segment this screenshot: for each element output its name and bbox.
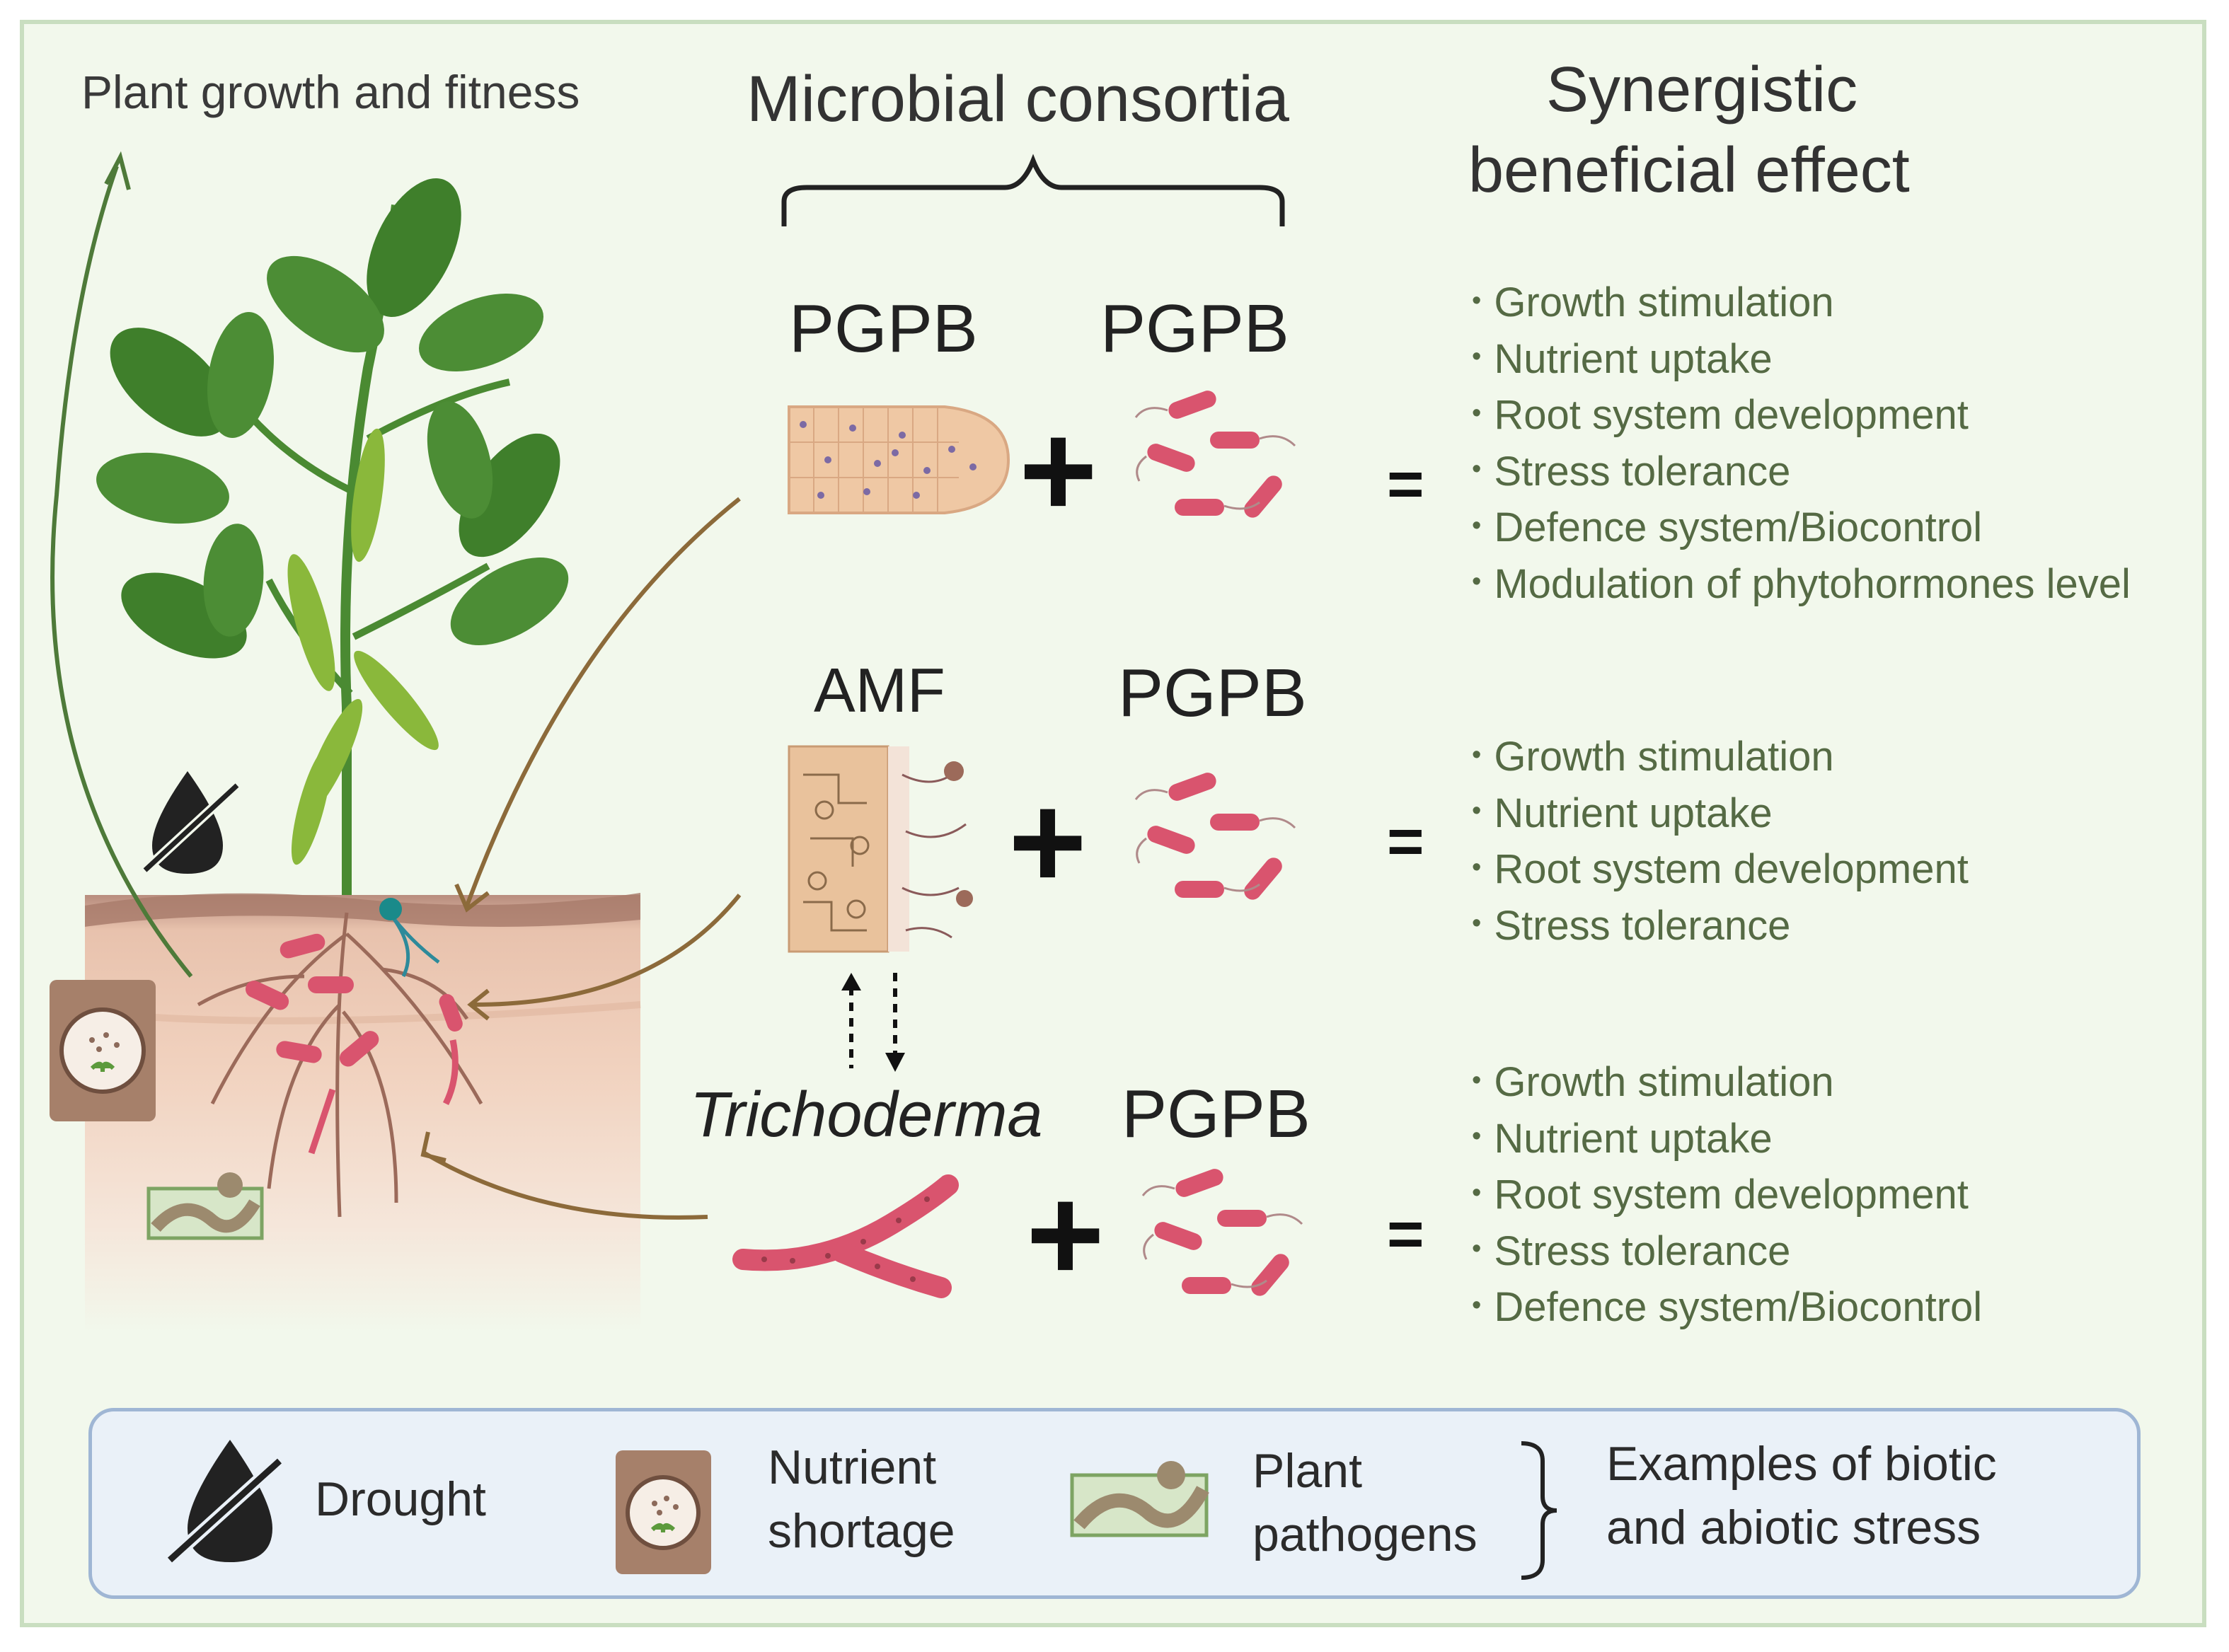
plant-soil-illustration xyxy=(50,151,742,1334)
amf-root-illustration xyxy=(788,745,973,953)
legend-drought-label: Drought xyxy=(315,1472,486,1526)
legend-nutrient-label-line1: Nutrient xyxy=(768,1440,937,1494)
root-cells-illustration xyxy=(788,405,1010,514)
synergy-title-line2: beneficial effect xyxy=(1468,135,1910,206)
legend-nutrient-label-line2: shortage xyxy=(768,1504,955,1558)
row1-effects-list: Growth stimulation Nutrient uptake Root … xyxy=(1472,275,2131,612)
row1-effect-item: Root system development xyxy=(1472,387,2131,444)
row3-effect-item: Stress tolerance xyxy=(1472,1223,1982,1280)
row2-right-label: PGPB xyxy=(1118,655,1307,731)
row2-effect-item: Root system development xyxy=(1472,841,1969,898)
row1-effect-item: Growth stimulation xyxy=(1472,275,2131,331)
row2-effect-item: Stress tolerance xyxy=(1472,898,1969,954)
row1-equals: = xyxy=(1387,449,1424,520)
bidirectional-dotted-arrows xyxy=(841,973,905,1072)
consortia-brace xyxy=(781,154,1285,226)
legend-closing-brace xyxy=(1521,1441,1557,1580)
row2-effects-list: Growth stimulation Nutrient uptake Root … xyxy=(1472,729,1969,954)
row1-effect-item: Modulation of phytohormones level xyxy=(1472,556,2131,613)
row3-left-label: Trichoderma xyxy=(690,1080,1043,1150)
row2-effect-item: Growth stimulation xyxy=(1472,729,1969,785)
row1-right-label: PGPB xyxy=(1100,291,1289,366)
drought-icon xyxy=(165,1440,284,1565)
plant-growth-title: Plant growth and fitness xyxy=(81,66,580,118)
legend-summary-line2: and abiotic stress xyxy=(1606,1501,1981,1554)
row3-effect-item: Growth stimulation xyxy=(1472,1054,1982,1111)
row1-effect-item: Nutrient uptake xyxy=(1472,331,2131,388)
legend-pathogen-label-line2: pathogens xyxy=(1252,1508,1478,1561)
nutrient-bag-icon xyxy=(616,1450,711,1574)
legend-summary-line1: Examples of biotic xyxy=(1606,1437,1997,1491)
trichoderma-hyphae-illustration xyxy=(732,1174,959,1298)
row2-plus: + xyxy=(1008,767,1087,917)
bacteria-illustration xyxy=(1134,391,1296,518)
row3-effect-item: Defence system/Biocontrol xyxy=(1472,1279,1982,1336)
legend-pathogen-label-line1: Plant xyxy=(1252,1444,1362,1498)
row3-effect-item: Root system development xyxy=(1472,1167,1982,1223)
synergy-title-line1: Synergistic xyxy=(1546,54,1858,125)
row2-equals: = xyxy=(1387,807,1424,877)
row1-left-label: PGPB xyxy=(789,291,978,366)
plant-pathogen-icon xyxy=(1070,1461,1209,1537)
row2-left-label: AMF xyxy=(814,655,945,725)
row3-plus: + xyxy=(1026,1160,1105,1310)
row2-effect-item: Nutrient uptake xyxy=(1472,785,1969,842)
row1-effect-item: Stress tolerance xyxy=(1472,444,2131,500)
row3-effects-list: Growth stimulation Nutrient uptake Root … xyxy=(1472,1054,1982,1336)
row1-effect-item: Defence system/Biocontrol xyxy=(1472,499,2131,556)
bacteria-illustration xyxy=(1141,1169,1303,1296)
bacteria-illustration xyxy=(1134,773,1296,900)
row3-right-label: PGPB xyxy=(1122,1076,1311,1152)
row1-plus: + xyxy=(1019,395,1098,545)
row3-equals: = xyxy=(1387,1199,1424,1270)
row3-effect-item: Nutrient uptake xyxy=(1472,1111,1982,1167)
stress-legend: Drought Nutrient shortage Plant pathogen… xyxy=(88,1408,2141,1599)
microbial-consortia-title: Microbial consortia xyxy=(747,63,1289,135)
